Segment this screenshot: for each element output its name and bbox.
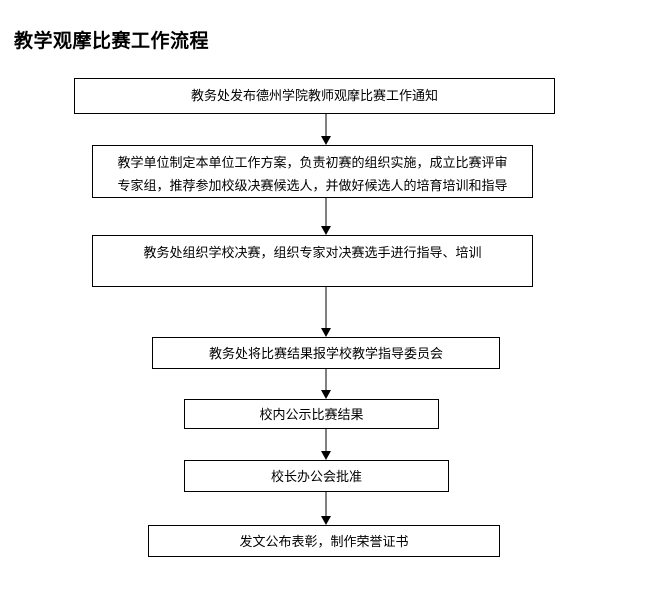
- connector-node2-node3: [316, 198, 336, 235]
- arrowhead-icon: [321, 226, 331, 235]
- flow-node-public-announcement: 校内公示比赛结果: [184, 399, 439, 429]
- arrowhead-icon: [321, 328, 331, 337]
- arrowhead-icon: [321, 451, 331, 460]
- connector-line: [325, 287, 327, 328]
- connector-node6-node7: [316, 492, 336, 525]
- arrowhead-icon: [321, 516, 331, 525]
- arrowhead-icon: [321, 136, 331, 145]
- connector-node4-node5: [316, 369, 336, 399]
- connector-line: [325, 429, 327, 451]
- flow-node-report-results: 教务处将比赛结果报学校教学指导委员会: [152, 337, 500, 369]
- arrowhead-icon: [321, 390, 331, 399]
- connector-line: [325, 114, 327, 136]
- connector-node1-node2: [316, 114, 336, 145]
- connector-line: [325, 492, 327, 516]
- connector-line: [325, 369, 327, 390]
- page-title: 教学观摩比赛工作流程: [14, 30, 210, 52]
- flow-node-award-certificates: 发文公布表彰，制作荣誉证书: [148, 525, 500, 557]
- connector-line: [325, 198, 327, 226]
- flow-node-department-plan: 教学单位制定本单位工作方案，负责初赛的组织实施，成立比赛评审 专家组，推荐参加校…: [92, 145, 533, 198]
- flow-node-school-final: 教务处组织学校决赛，组织专家对决赛选手进行指导、培训: [92, 235, 533, 287]
- connector-node3-node4: [316, 287, 336, 337]
- connector-node5-node6: [316, 429, 336, 460]
- flow-node-president-approval: 校长办公会批准: [184, 460, 449, 492]
- flow-node-notice-publication: 教务处发布德州学院教师观摩比赛工作通知: [74, 78, 555, 114]
